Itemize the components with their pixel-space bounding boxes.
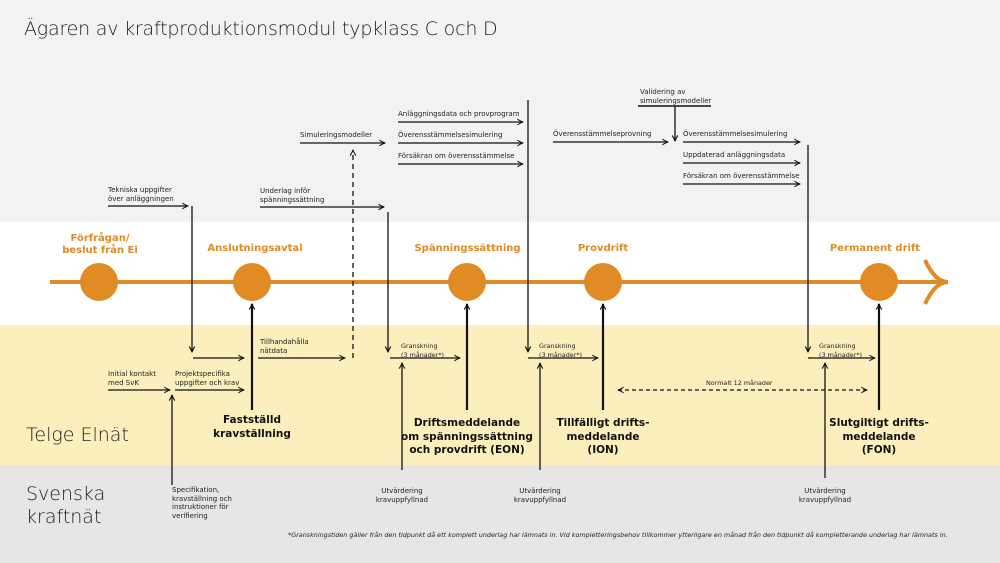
label-underlag: Underlag inför spänningssättning <box>260 187 324 204</box>
label-line: Tekniska uppgifter <box>108 186 172 194</box>
label-line: spänningssättning <box>260 195 325 204</box>
milestone-label-provdrift: Provdrift <box>577 243 629 254</box>
owner-lane <box>0 0 1000 222</box>
label-validering: Validering av simuleringsmodeller <box>640 88 711 105</box>
document-line: om spänningssättning <box>401 430 533 443</box>
label-utvardering-2: Utvärdering kravuppfyllnad <box>510 487 570 504</box>
label-line: kravuppfyllnad <box>513 495 567 504</box>
label-line: Utvärdering <box>519 487 561 495</box>
milestone-label-spanningssattning: Spänningssättning <box>414 243 521 254</box>
milestone-dots <box>80 263 898 301</box>
label-line: (3 månader*) <box>401 350 445 359</box>
document-line: (FON) <box>861 444 897 456</box>
label-line: verifiering <box>172 511 208 520</box>
label-projektspecifika: Projektspecifika uppgifter och krav <box>175 370 239 387</box>
label-tillhandahalla: Tillhandahålla nätdata <box>260 338 309 355</box>
label-initial-kontakt: Initial kontakt med SvK <box>108 370 156 387</box>
label-simuleringsmodeller: Simuleringsmodeller <box>300 131 373 139</box>
label-tekniska: Tekniska uppgifter över anläggningen <box>108 186 174 203</box>
milestone-dot-permanent <box>860 263 898 301</box>
label-overens-prov: Överensstämmelseprovning <box>553 130 652 138</box>
label-normalt-12: Normalt 12 månader <box>706 379 773 387</box>
lane-label-svk-line1: Svenska <box>26 483 106 505</box>
label-line: Projektspecifika <box>175 370 230 378</box>
label-line: Validering av <box>640 88 686 96</box>
document-line: Slutgiltigt drifts- <box>829 417 929 429</box>
document-line: meddelande <box>566 430 640 443</box>
label-line: kravuppfyllnad <box>798 495 852 504</box>
label-line: (3 månader*) <box>819 350 863 359</box>
svk-lane <box>0 465 1000 563</box>
document-line: meddelande <box>842 430 916 443</box>
milestone-label-permanent: Permanent drift <box>829 243 921 254</box>
label-granskning-1: Granskning (3 månader*) <box>401 342 444 359</box>
document-line: kravställning <box>213 427 291 440</box>
milestone-label-line: beslut från Ei <box>62 245 138 256</box>
milestone-dot-spanningssattning <box>448 263 486 301</box>
document-eon: Driftsmeddelande om spänningssättning oc… <box>400 417 534 458</box>
label-line: Initial kontakt <box>108 370 156 378</box>
milestone-label-anslutningsavtal: Anslutningsavtal <box>207 243 303 254</box>
label-granskning-3: Granskning (3 månader*) <box>819 342 862 359</box>
label-granskning-2: Granskning (3 månader*) <box>539 342 582 359</box>
label-line: med SvK <box>108 378 139 387</box>
label-line: Utvärdering <box>381 487 423 495</box>
label-line: över anläggningen <box>108 194 174 203</box>
milestone-dot-provdrift <box>584 263 622 301</box>
label-forsakran-2: Försäkran om överensstämmelse <box>683 172 800 180</box>
milestone-label-forfragan: Förfrågan/ beslut från Ei <box>58 233 142 257</box>
page-title: Ägaren av kraftproduktionsmodul typklass… <box>24 18 498 40</box>
label-uppdaterad: Uppdaterad anläggningsdata <box>683 151 786 159</box>
label-line: Underlag inför <box>260 187 311 195</box>
label-line: Granskning <box>401 342 438 350</box>
milestone-dot-anslutningsavtal <box>233 263 271 301</box>
document-line: (ION) <box>587 444 619 456</box>
label-line: kravuppfyllnad <box>375 495 429 504</box>
document-line: Tillfälligt drifts- <box>556 417 650 429</box>
label-forsakran-1: Försäkran om överensstämmelse <box>398 152 515 160</box>
label-line: uppgifter och krav <box>175 378 240 387</box>
document-line: Fastställd <box>223 414 281 426</box>
milestone-label-line: Förfrågan/ <box>70 233 130 244</box>
label-line: Utvärdering <box>804 487 846 495</box>
label-line: kravställning och <box>172 494 232 503</box>
timeline-lane <box>0 222 1000 325</box>
label-line: (3 månader*) <box>539 350 583 359</box>
lane-label-svk: Svenska kraftnät <box>26 483 105 529</box>
telge-lane <box>0 325 1000 465</box>
document-faststalld: Fastställd kravställning <box>200 414 304 441</box>
footnote: *Granskningstiden gäller från den tidpun… <box>288 531 948 539</box>
document-line: och provdrift (EON) <box>409 444 525 456</box>
label-anlaggningsdata: Anläggningsdata och provprogram <box>398 110 520 118</box>
document-line: Driftsmeddelande <box>413 417 521 429</box>
timeline-arrowhead-icon <box>923 259 949 305</box>
label-line: Granskning <box>539 342 576 350</box>
label-line: Tillhandahålla <box>260 338 309 346</box>
label-utvardering-3: Utvärdering kravuppfyllnad <box>795 487 855 504</box>
lane-label-telge: Telge Elnät <box>26 424 129 446</box>
lane-label-svk-line2: kraftnät <box>26 506 102 528</box>
label-utvardering-1: Utvärdering kravuppfyllnad <box>372 487 432 504</box>
label-line: Specifikation, <box>172 486 220 494</box>
milestone-dot-forfragan <box>80 263 118 301</box>
label-overens-sim-1: Överensstämmelsesimulering <box>398 131 503 139</box>
document-ion: Tillfälligt drifts- meddelande (ION) <box>547 417 659 458</box>
label-overens-sim-2: Överensstämmelsesimulering <box>683 130 788 138</box>
label-line: Granskning <box>819 342 856 350</box>
label-line: instruktioner för <box>172 503 229 511</box>
label-line: simuleringsmodeller <box>640 96 712 105</box>
label-specifikation: Specifikation, kravställning och instruk… <box>172 486 232 520</box>
label-line: nätdata <box>260 346 288 355</box>
document-fon: Slutgiltigt drifts- meddelande (FON) <box>822 417 936 458</box>
